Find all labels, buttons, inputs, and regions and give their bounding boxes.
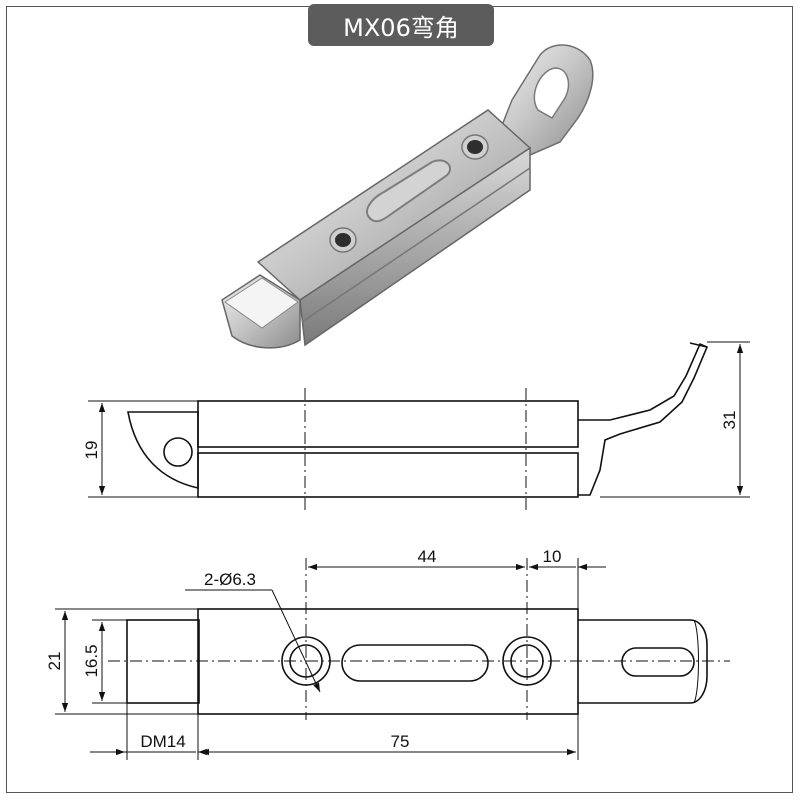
product-photo [221,44,594,349]
end-offset-label: 10 [543,547,562,566]
model-label: DM14 [140,732,185,751]
side-height-label: 19 [82,441,101,460]
photo-hole-icon [329,227,357,253]
tab-slot-icon [621,647,695,677]
bolt-width-label: 16.5 [82,644,101,677]
hole-callout-label: 2-Ø6.3 [204,570,256,589]
top-view [55,558,730,760]
side-total-height-label: 31 [720,411,739,430]
product-title: MX06弯角 [308,4,494,46]
body-slot-icon [341,644,489,682]
hole-spacing-label: 44 [418,547,437,566]
length-label: 75 [391,732,410,751]
photo-hole-icon [461,134,489,160]
side-view [88,341,750,510]
width-label: 21 [45,652,64,671]
side-hole-icon [163,437,193,467]
